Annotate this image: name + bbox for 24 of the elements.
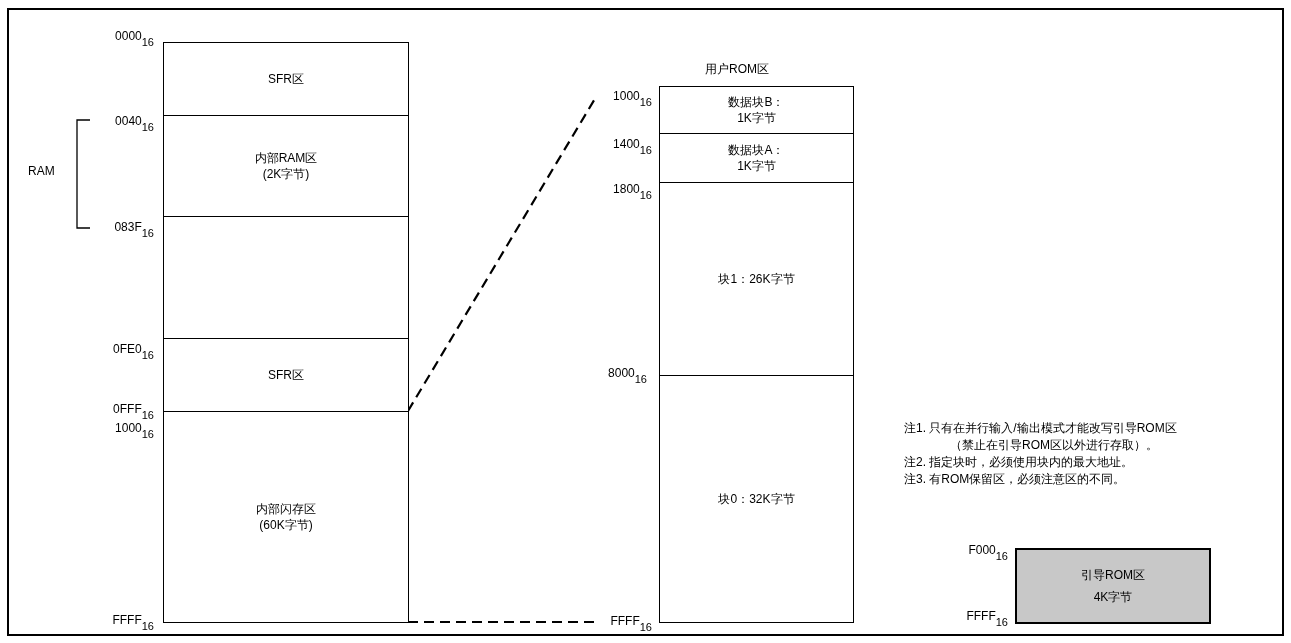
- region-label: 内部RAM区 (2K字节): [253, 150, 319, 182]
- region-label: 块0：32K字节: [718, 491, 795, 507]
- region-label: 数据块A：1K字节: [727, 142, 786, 174]
- region-title: RAM: [28, 163, 55, 180]
- note-text: 注3. 有ROM保留区，必须注意区的不同。: [904, 471, 1127, 488]
- memory-region-shaded: [1015, 548, 1211, 624]
- note-text: 注1. 只有在并行输入/输出模式才能改写引导ROM区（禁止在引导ROM区以外进行存取）。: [904, 420, 1178, 454]
- note-text: 注2. 指定块时，必须使用块内的最大地址。: [904, 454, 1135, 471]
- memory-region: [163, 338, 409, 412]
- memory-region: [659, 182, 854, 376]
- empty-memory-region: [163, 216, 409, 339]
- memory-region: [163, 42, 409, 116]
- memory-region: [163, 115, 409, 217]
- region-label: SFR区: [268, 367, 304, 383]
- memory-region: [659, 133, 854, 183]
- memory-region: [659, 86, 854, 134]
- region-label: 引导ROM区 4K字节: [1080, 567, 1146, 606]
- region-label: 块1：26K字节: [718, 271, 795, 287]
- region-label: 内部闪存区 (60K字节): [255, 501, 317, 533]
- memory-region: [659, 375, 854, 623]
- region-label: SFR区: [268, 71, 304, 87]
- region-label: 数据块B：1K字节: [727, 94, 786, 126]
- region-title: 用户ROM区: [705, 61, 769, 78]
- memory-region: [163, 411, 409, 623]
